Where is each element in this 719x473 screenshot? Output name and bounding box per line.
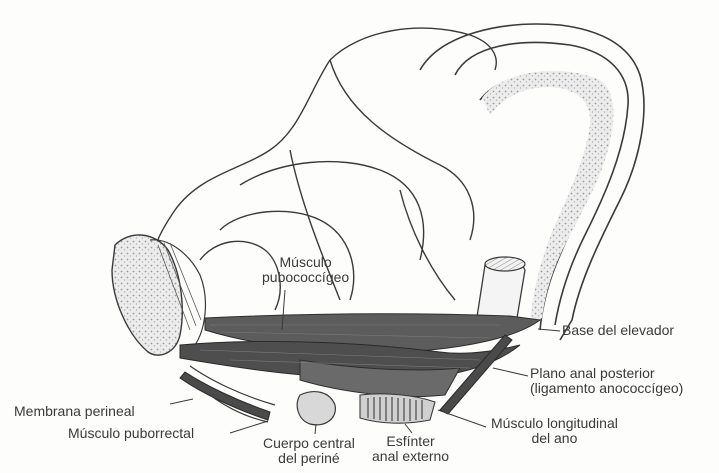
label-musculo-puborrectal: Músculo puborrectal xyxy=(68,426,194,441)
perineal-body xyxy=(297,392,335,425)
levator-ani-muscle xyxy=(180,314,540,397)
label-cuerpo-central: Cuerpo central del periné xyxy=(263,436,355,466)
pubic-bone xyxy=(112,235,205,355)
label-line: del periné xyxy=(263,451,355,466)
label-musculo-longitudinal: Músculo longitudinal del ano xyxy=(491,416,618,446)
external-anal-sphincter xyxy=(360,394,435,423)
label-membrana-perineal: Membrana perineal xyxy=(14,404,135,419)
label-musculo-pubococcigeo: Músculo pubococcígeo xyxy=(262,255,349,285)
label-line: Músculo longitudinal xyxy=(491,416,618,431)
label-esfinter-anal-externo: Esfínter anal externo xyxy=(372,434,449,464)
perineal-membrane xyxy=(180,366,275,422)
label-line: pubococcígeo xyxy=(262,270,349,285)
label-line: del ano xyxy=(491,431,618,446)
label-line: Cuerpo central xyxy=(263,436,355,451)
label-line: (ligamento anococcígeo) xyxy=(530,381,683,396)
label-line: Músculo xyxy=(262,255,349,270)
label-plano-anal-posterior: Plano anal posterior (ligamento anococcí… xyxy=(530,366,683,396)
label-line: anal externo xyxy=(372,449,449,464)
label-base-elevador: Base del elevador xyxy=(562,323,674,338)
sacrum xyxy=(420,24,644,340)
label-line: Plano anal posterior xyxy=(530,366,683,381)
label-line: Esfínter xyxy=(372,434,449,449)
